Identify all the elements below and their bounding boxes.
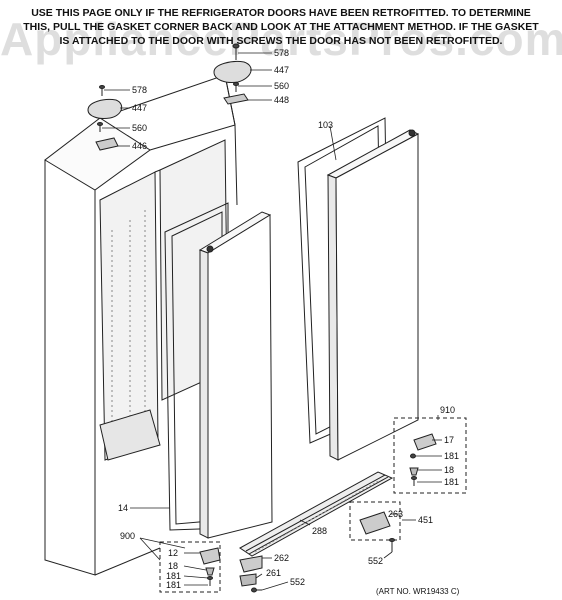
door-bottom-trim bbox=[239, 471, 394, 557]
bottom-hinge-kit-right bbox=[393, 417, 467, 494]
label-17: 17 bbox=[444, 435, 454, 445]
label-900: 900 bbox=[120, 531, 135, 541]
instruction-line-2: THIS, PULL THE GASKET CORNER BACK AND LO… bbox=[23, 21, 539, 33]
top-hinge-right bbox=[213, 43, 252, 105]
label-447-left: 447 bbox=[132, 103, 147, 113]
label-447-top: 447 bbox=[274, 65, 289, 75]
label-12: 12 bbox=[168, 548, 178, 558]
label-451: 451 bbox=[418, 515, 433, 525]
label-261: 261 bbox=[266, 568, 281, 578]
label-263: 263 bbox=[388, 509, 403, 519]
art-number: (ART NO. WR19433 C) bbox=[376, 587, 460, 596]
label-288: 288 bbox=[312, 526, 327, 536]
part-labels: 578 447 560 448 578 447 560 446 103 910 … bbox=[118, 48, 460, 596]
fresh-food-door bbox=[326, 129, 420, 461]
label-552-right: 552 bbox=[368, 556, 383, 566]
label-560-top: 560 bbox=[274, 81, 289, 91]
instruction-line-1: USE THIS PAGE ONLY IF THE REFRIGERATOR D… bbox=[31, 7, 531, 19]
label-181-d: 181 bbox=[166, 580, 181, 590]
instruction-line-3: IS ATTACHED TO THE DOOR WITH SCREWS THE … bbox=[59, 35, 503, 47]
label-181-b: 181 bbox=[444, 477, 459, 487]
label-578-top: 578 bbox=[274, 48, 289, 58]
freezer-door bbox=[198, 211, 273, 539]
label-18-a: 18 bbox=[444, 465, 454, 475]
label-578-left: 578 bbox=[132, 85, 147, 95]
label-560-left: 560 bbox=[132, 123, 147, 133]
bottom-hinge-kit-left bbox=[159, 541, 263, 593]
label-181-a: 181 bbox=[444, 451, 459, 461]
label-910: 910 bbox=[440, 405, 455, 415]
label-448: 448 bbox=[274, 95, 289, 105]
label-446: 446 bbox=[132, 141, 147, 151]
label-262: 262 bbox=[274, 553, 289, 563]
label-181-c: 181 bbox=[166, 571, 181, 581]
label-18-b: 18 bbox=[168, 561, 178, 571]
label-14: 14 bbox=[118, 503, 128, 513]
retrofit-instructions: USE THIS PAGE ONLY IF THE REFRIGERATOR D… bbox=[0, 6, 562, 48]
label-103: 103 bbox=[318, 120, 333, 130]
leader-lines bbox=[102, 52, 442, 591]
bottom-hinge-right bbox=[349, 501, 401, 552]
label-552-left: 552 bbox=[290, 577, 305, 587]
